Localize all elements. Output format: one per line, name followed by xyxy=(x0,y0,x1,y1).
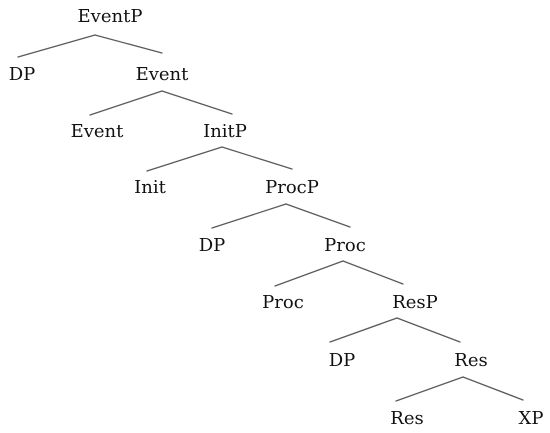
branch-n3-n4 xyxy=(89,90,163,116)
branch-n11-n12 xyxy=(329,317,398,343)
tree-branches xyxy=(17,34,524,402)
node-label-init: Init xyxy=(134,177,166,198)
node-label-initp: InitP xyxy=(203,121,247,142)
branch-n7-n9 xyxy=(285,203,351,228)
node-label-event-bar: Event xyxy=(136,64,190,85)
node-label-dp-1: DP xyxy=(9,64,36,85)
tree-node-labels: EventP DP Event Event InitP Init ProcP D… xyxy=(9,6,544,429)
node-label-dp-2: DP xyxy=(199,235,226,256)
node-label-resp: ResP xyxy=(392,292,438,313)
branch-n13-n15 xyxy=(462,376,524,401)
node-label-event-head: Event xyxy=(71,121,125,142)
branch-n1-n2 xyxy=(17,34,96,58)
node-label-procp: ProcP xyxy=(265,177,319,198)
node-label-proc-bar: Proc xyxy=(324,235,366,256)
node-label-xp: XP xyxy=(519,408,544,429)
branch-n9-n11 xyxy=(342,260,404,285)
node-label-res-head: Res xyxy=(390,408,423,429)
branch-n13-n14 xyxy=(395,376,464,402)
branch-n3-n5 xyxy=(161,90,233,115)
branch-n5-n7 xyxy=(221,146,293,170)
branch-n9-n10 xyxy=(274,260,344,287)
branch-n11-n13 xyxy=(396,317,461,343)
node-label-res-bar: Res xyxy=(454,350,487,371)
branch-n5-n6 xyxy=(146,146,223,172)
node-label-dp-3: DP xyxy=(329,350,356,371)
branch-n7-n8 xyxy=(211,203,287,229)
node-label-eventp: EventP xyxy=(78,6,143,27)
branch-n1-n3 xyxy=(94,34,163,54)
node-label-proc-head: Proc xyxy=(262,292,304,313)
